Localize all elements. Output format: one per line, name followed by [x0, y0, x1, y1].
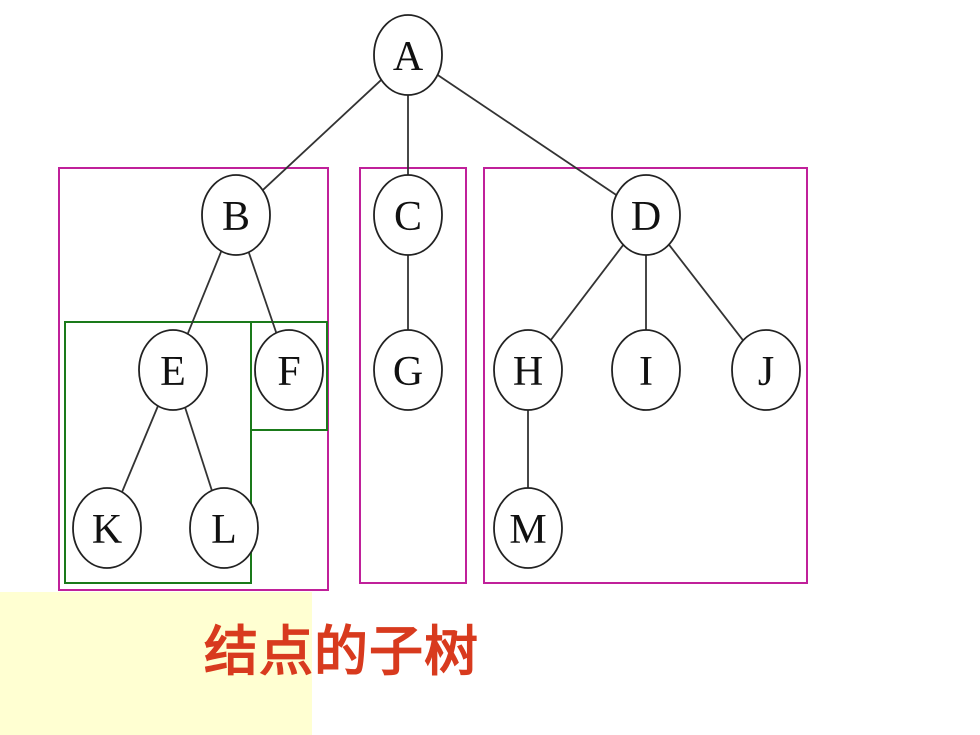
edge-d-j [668, 244, 744, 341]
node-a: A [373, 14, 443, 96]
node-label: C [394, 194, 422, 240]
node-label: K [92, 507, 122, 553]
node-ellipse [611, 329, 681, 411]
node-ellipse [731, 329, 801, 411]
edge-e-l [184, 407, 213, 491]
node-ellipse [493, 329, 563, 411]
tree-diagram: A B C D E F G H I J K L M [58, 14, 808, 591]
node-ellipse [493, 487, 563, 569]
edge-d-h [549, 244, 625, 341]
node-label: E [160, 349, 186, 395]
caption-subtrees-of-node: 结点的子树 [204, 620, 479, 683]
node-g: G [373, 329, 443, 411]
tree-nodes: A B C D E F G H I J K L M [72, 14, 801, 569]
node-label: A [393, 34, 424, 80]
node-label: M [509, 507, 546, 553]
node-h: H [493, 329, 563, 411]
node-ellipse [373, 14, 443, 96]
node-k: K [72, 487, 142, 569]
node-b: B [201, 174, 271, 256]
edge-a-d [437, 74, 617, 196]
node-ellipse [189, 487, 259, 569]
node-i: I [611, 329, 681, 411]
node-label: D [631, 194, 661, 240]
node-ellipse [254, 329, 324, 411]
node-label: G [393, 349, 423, 395]
node-ellipse [373, 174, 443, 256]
node-label: I [639, 349, 653, 395]
subtree-box-d [483, 167, 808, 584]
edge-e-k [121, 405, 159, 493]
edge-b-f [247, 251, 278, 334]
subtree-box-c [359, 167, 467, 584]
edge-a-b [262, 79, 382, 191]
node-j: J [731, 329, 801, 411]
node-label: H [513, 349, 543, 395]
sticky-note-background [0, 592, 312, 735]
edge-b-e [186, 250, 223, 335]
node-label: L [211, 507, 237, 553]
node-e: E [138, 329, 208, 411]
subtree-box-e [64, 321, 252, 584]
node-d: D [611, 174, 681, 256]
node-ellipse [138, 329, 208, 411]
node-l: L [189, 487, 259, 569]
node-ellipse [373, 329, 443, 411]
node-label: J [758, 349, 774, 395]
node-label: F [277, 349, 300, 395]
node-m: M [493, 487, 563, 569]
node-ellipse [72, 487, 142, 569]
node-ellipse [611, 174, 681, 256]
node-c: C [373, 174, 443, 256]
tree-edges [121, 74, 744, 493]
node-f: F [254, 329, 324, 411]
subtree-boxes [58, 167, 808, 591]
node-label: B [222, 194, 250, 240]
node-ellipse [201, 174, 271, 256]
subtree-box-f [250, 321, 328, 431]
